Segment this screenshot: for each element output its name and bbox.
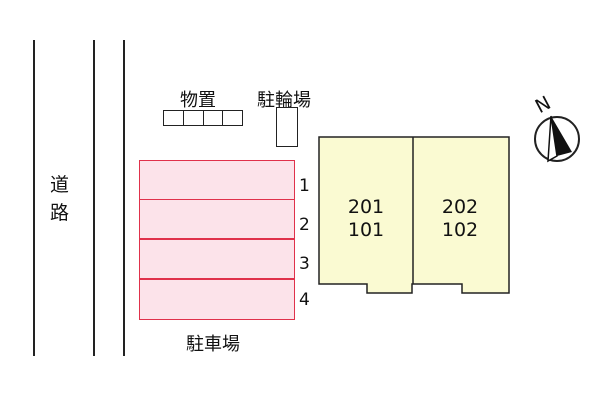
parking-slot-1 <box>139 160 295 200</box>
bicycle-parking-label: 駐輪場 <box>257 90 311 111</box>
parking-slot-2 <box>139 199 295 239</box>
storage-shed <box>163 110 243 126</box>
parking-label: 駐車場 <box>186 334 240 355</box>
road-label-1: 道 <box>50 174 70 196</box>
storage-compartment <box>222 110 243 126</box>
bicycle-parking-area <box>276 107 298 147</box>
unit-202-number: 202 <box>441 196 479 218</box>
road-edge-left <box>33 40 35 356</box>
road-edge-right <box>93 40 95 356</box>
property-boundary-line <box>123 40 125 356</box>
unit-201-number: 201 <box>347 196 385 218</box>
parking-slot-number: 1 <box>299 176 310 196</box>
parking-slot-number: 2 <box>299 215 310 235</box>
storage-label: 物置 <box>180 90 216 111</box>
unit-101-number: 101 <box>347 219 385 241</box>
building-outline <box>318 136 510 294</box>
parking-slot-4 <box>139 279 295 320</box>
parking-slot-number: 4 <box>299 290 310 310</box>
parking-slot-3 <box>139 239 295 279</box>
unit-102-number: 102 <box>441 219 479 241</box>
compass-needle-light <box>547 115 558 163</box>
road-label-2: 路 <box>50 202 70 224</box>
parking-slot-number: 3 <box>299 254 310 274</box>
